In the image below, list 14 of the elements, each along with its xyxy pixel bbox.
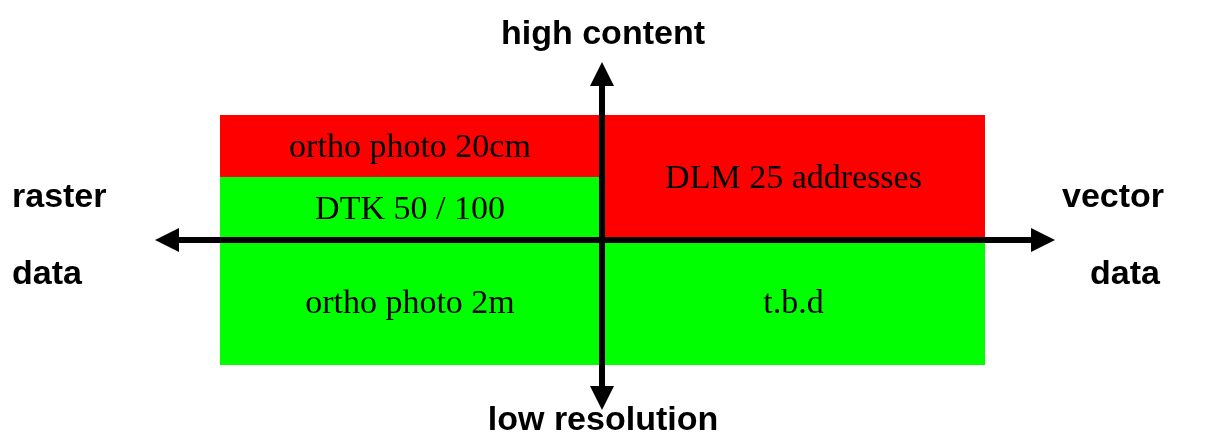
axis-label: raster <box>12 175 107 215</box>
axis-label: data <box>12 252 82 292</box>
quadrant-box <box>602 115 985 238</box>
axis-label: vector <box>1062 175 1165 215</box>
axis-label: data <box>1090 252 1160 292</box>
box-label: ortho photo 2m <box>305 281 515 322</box>
box-label: DTK 50 / 100 <box>315 187 505 228</box>
box-label: t.b.d <box>763 281 824 322</box>
quadrant-box <box>220 115 600 177</box>
axis-label: low resolution <box>487 398 719 438</box>
box-label: ortho photo 20cm <box>289 126 531 166</box>
quadrant-box <box>220 177 600 238</box>
box-label: DLM 25 addresses <box>665 156 922 197</box>
axis-label: high content <box>501 12 705 52</box>
